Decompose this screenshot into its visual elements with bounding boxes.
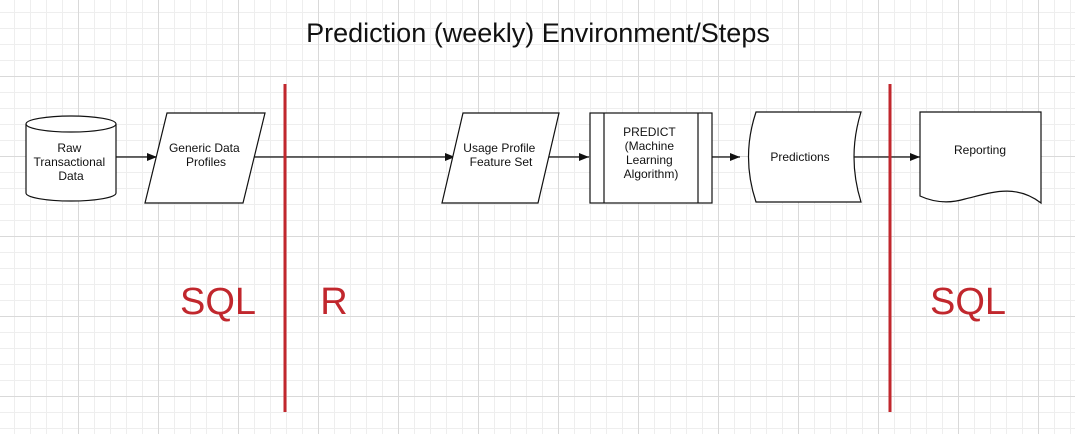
reporting-node: Reporting bbox=[919, 111, 1042, 205]
raw-data-line-1: Raw bbox=[57, 141, 81, 155]
predict-line-4: Algorithm) bbox=[624, 167, 679, 181]
predict-line-3: Learning bbox=[626, 153, 673, 167]
generic-profiles-line-2: Profiles bbox=[186, 155, 226, 169]
predict-node: PREDICT (Machine Learning Algorithm) bbox=[589, 112, 713, 204]
reporting-label: Reporting bbox=[954, 143, 1006, 157]
environment-label-sql-left: SQL bbox=[180, 281, 256, 323]
generic-profiles-node: Generic Data Profiles bbox=[144, 112, 266, 204]
svg-text:PREDICT (Machine: PREDICT (Machine Learning Algorithm) bbox=[623, 125, 679, 181]
raw-data-line-2: Transactional bbox=[34, 155, 106, 169]
usage-profile-line-2: Feature Set bbox=[470, 155, 533, 169]
raw-data-line-3: Data bbox=[58, 169, 84, 183]
raw-data-node: Raw Transactional Data bbox=[25, 115, 117, 202]
predict-line-1: PREDICT bbox=[623, 125, 676, 139]
predictions-label: Predictions bbox=[770, 150, 829, 164]
usage-profile-line-1: Usage Profile bbox=[463, 141, 535, 155]
environment-label-sql-right: SQL bbox=[930, 281, 1006, 323]
svg-text:Raw Transactional: Raw Transactional Data bbox=[34, 141, 109, 183]
svg-text:Usage Profile Feature: Usage Profile Feature Set bbox=[463, 141, 538, 169]
environment-label-r: R bbox=[320, 281, 347, 323]
usage-profile-node: Usage Profile Feature Set bbox=[441, 112, 560, 204]
diagram-title: Prediction (weekly) Environment/Steps bbox=[306, 18, 770, 48]
predict-line-2: (Machine bbox=[625, 139, 675, 153]
predictions-node: Predictions bbox=[747, 111, 862, 203]
svg-text:Generic Data Profiles: Generic Data Profiles bbox=[169, 141, 243, 169]
generic-profiles-line-1: Generic Data bbox=[169, 141, 240, 155]
